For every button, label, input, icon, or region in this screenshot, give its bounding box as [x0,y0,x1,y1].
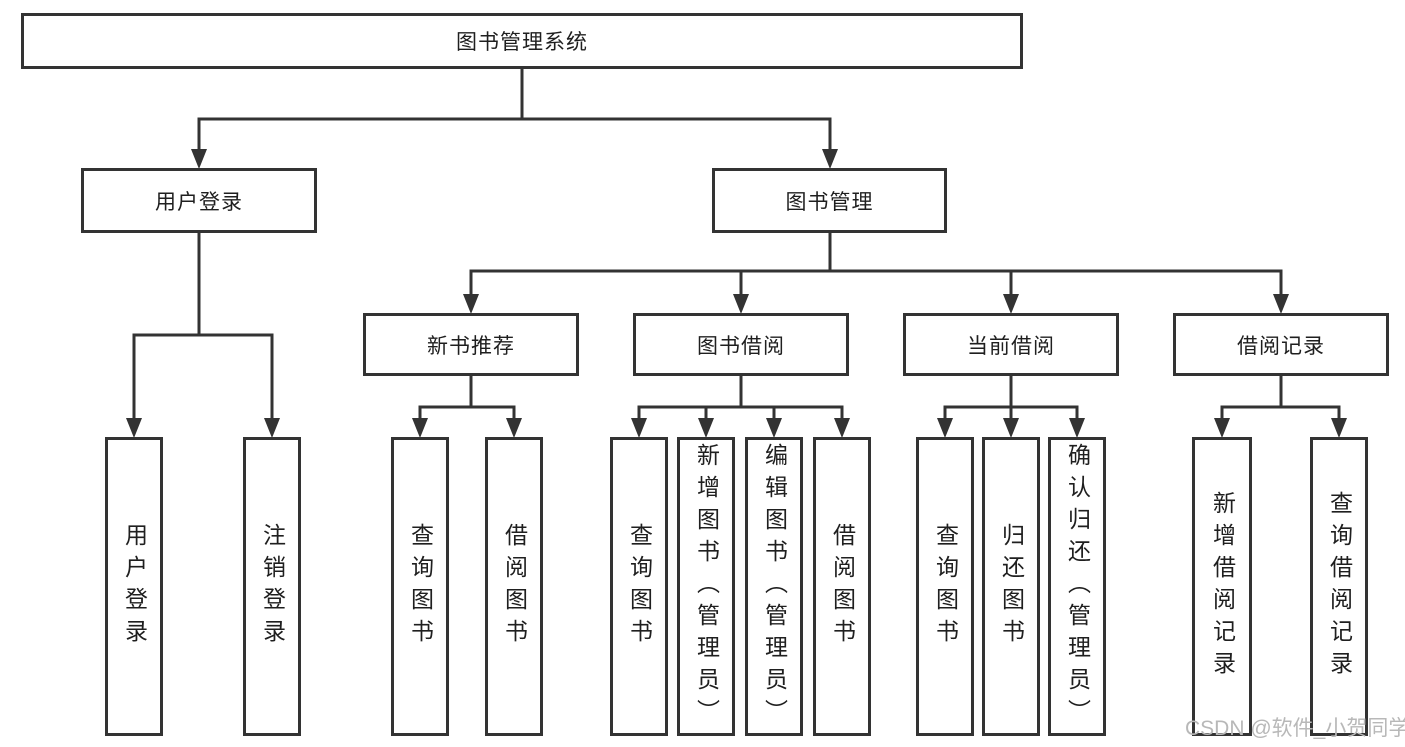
node-borrow-record: 借阅记录 [1173,313,1389,376]
node-user-login: 用户登录 [81,168,317,233]
leaf-borrow-books-label: 借阅图书 [829,522,856,651]
leaf-logout: 注销登录 [243,437,301,736]
root-node-label: 图书管理系统 [456,31,588,54]
leaf-add-borrow-record-label: 新增借阅记录 [1209,490,1236,683]
leaf-edit-book-admin-label: 编辑图书（管理员） [761,442,788,731]
root-node-library-management-system: 图书管理系统 [21,13,1023,69]
leaf-return-book-label: 归还图书 [998,522,1025,651]
leaf-return-book: 归还图书 [982,437,1040,736]
node-new-book-recommend: 新书推荐 [363,313,579,376]
leaf-add-book-admin: 新增图书（管理员） [677,437,735,736]
node-book-borrow-label: 图书借阅 [697,334,785,358]
leaf-confirm-return-admin-label: 确认归还（管理员） [1064,442,1091,731]
leaf-user-login-label: 用户登录 [121,522,148,651]
node-new-book-recommend-label: 新书推荐 [427,334,515,358]
leaf-edit-book-admin: 编辑图书（管理员） [745,437,803,736]
leaf-query-books-recommend-label: 查询图书 [407,522,434,651]
node-book-borrow: 图书借阅 [633,313,849,376]
leaf-query-books-borrow-label: 查询图书 [626,522,653,651]
node-current-borrow-label: 当前借阅 [967,334,1055,358]
leaf-borrow-books: 借阅图书 [813,437,871,736]
leaf-confirm-return-admin: 确认归还（管理员） [1048,437,1106,736]
csdn-watermark: CSDN @软件_小贺同学 [1185,717,1405,740]
leaf-query-books-current-label: 查询图书 [932,522,959,651]
leaf-query-borrow-record-label: 查询借阅记录 [1326,490,1353,683]
leaf-borrow-books-recommend: 借阅图书 [485,437,543,736]
node-borrow-record-label: 借阅记录 [1237,334,1325,358]
leaf-add-book-admin-label: 新增图书（管理员） [693,442,720,731]
node-book-management: 图书管理 [712,168,947,233]
leaf-query-books-borrow: 查询图书 [610,437,668,736]
leaf-borrow-books-recommend-label: 借阅图书 [501,522,528,651]
leaf-query-borrow-record: 查询借阅记录 [1310,437,1368,736]
leaf-query-books-current: 查询图书 [916,437,974,736]
node-current-borrow: 当前借阅 [903,313,1119,376]
leaf-user-login: 用户登录 [105,437,163,736]
leaf-add-borrow-record: 新增借阅记录 [1192,437,1252,736]
node-book-management-label: 图书管理 [785,190,874,214]
leaf-logout-label: 注销登录 [259,522,286,651]
leaf-query-books-recommend: 查询图书 [391,437,449,736]
node-user-login-label: 用户登录 [155,190,243,214]
